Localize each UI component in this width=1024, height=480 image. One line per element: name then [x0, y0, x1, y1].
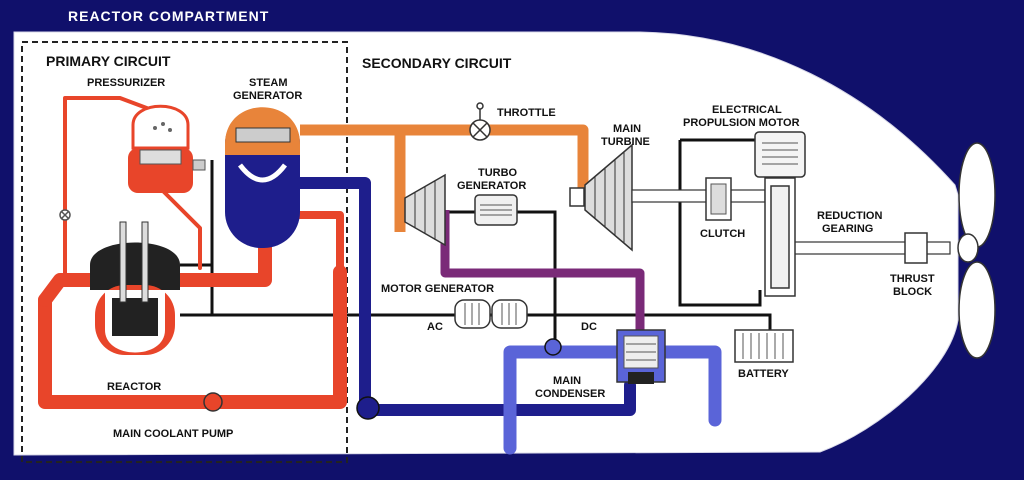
main-turbine [569, 143, 633, 252]
cooling-water-loop [503, 345, 722, 455]
steam-generator [225, 107, 300, 248]
secondary-circuit-title: SECONDARY CIRCUIT [362, 55, 512, 71]
compartment-title: REACTOR COMPARTMENT [68, 8, 269, 24]
turbo-generator-label-2: GENERATOR [457, 180, 526, 192]
thrust-block-label-1: THRUST [890, 273, 935, 285]
turbo-generator-label-1: TURBO [478, 167, 518, 179]
epm-label-2: PROPULSION MOTOR [683, 117, 800, 129]
main-condenser-label-2: CONDENSER [535, 388, 605, 400]
battery-icon [734, 329, 794, 363]
clutch-label: CLUTCH [700, 228, 745, 240]
steam-generator-label-2: GENERATOR [233, 90, 302, 102]
ac-label: AC [427, 321, 443, 333]
reduction-gearing-label-2: GEARING [822, 223, 873, 235]
reactor-vessel [90, 221, 180, 355]
reduction-gearing [764, 177, 796, 297]
main-condenser [616, 329, 666, 384]
primary-circuit-title: PRIMARY CIRCUIT [46, 53, 171, 69]
turbo-generator-turbine [404, 173, 446, 247]
condensate-loop [294, 177, 636, 416]
clutch [705, 177, 732, 221]
propeller-icon [957, 142, 996, 359]
throttle-valve-icon [469, 102, 491, 141]
dc-label: DC [581, 321, 597, 333]
thrust-block [904, 232, 928, 264]
primary-valve-icon [59, 209, 71, 221]
motor-generator [454, 299, 528, 329]
condensate-pump-icon [356, 396, 380, 420]
reactor-label: REACTOR [107, 381, 161, 393]
steam-lines [300, 124, 589, 232]
electrical-propulsion-motor [754, 131, 806, 178]
cooling-pump-icon [544, 338, 562, 356]
turbo-generator-unit [474, 194, 518, 226]
main-turbine-label-1: MAIN [613, 123, 641, 135]
main-coolant-pump-label: MAIN COOLANT PUMP [113, 428, 233, 440]
battery-label: BATTERY [738, 368, 789, 380]
main-condenser-label-1: MAIN [553, 375, 581, 387]
epm-label-1: ELECTRICAL [712, 104, 782, 116]
motor-generator-label: MOTOR GENERATOR [381, 283, 494, 295]
thrust-block-label-2: BLOCK [893, 286, 932, 298]
pressurizer-label: PRESSURIZER [87, 77, 165, 89]
throttle-label: THROTTLE [497, 107, 556, 119]
reduction-gearing-label-1: REDUCTION [817, 210, 882, 222]
pressurizer [128, 104, 206, 193]
steam-generator-label-1: STEAM [249, 77, 288, 89]
main-coolant-pump-icon [203, 392, 223, 412]
main-turbine-label-2: TURBINE [601, 136, 650, 148]
electric-wiring [180, 138, 772, 345]
reactor-compartment-boundary [21, 41, 348, 463]
